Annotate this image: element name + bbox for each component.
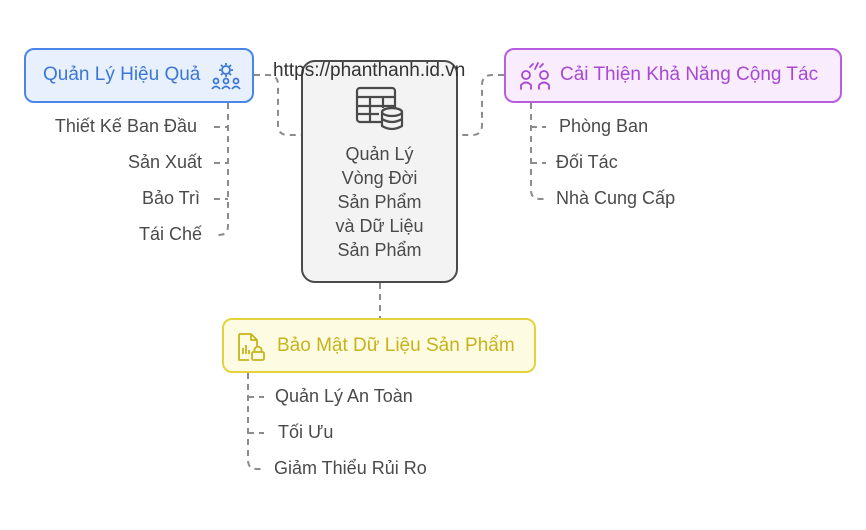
security-item: Tối Ưu bbox=[278, 422, 334, 442]
collaboration-item: Phòng Ban bbox=[559, 116, 649, 136]
database-table-icon bbox=[355, 86, 404, 131]
collaboration-item: Đối Tác bbox=[556, 152, 618, 172]
branch-collaboration-title: Cải Thiện Khả Năng Cộng Tác bbox=[560, 64, 819, 85]
security-item: Quản Lý An Toàn bbox=[275, 386, 413, 406]
center-title: Quản Lý Vòng Đời Sản Phẩm và Dữ Liệu Sản… bbox=[335, 144, 424, 260]
branch-efficiency: Quản Lý Hiệu Quả bbox=[24, 48, 254, 103]
branch-security-title: Bảo Mật Dữ Liệu Sản Phẩm bbox=[277, 335, 515, 356]
people-spark-icon bbox=[520, 62, 550, 90]
efficiency-item: Thiết Kế Ban Đầu bbox=[54, 116, 197, 136]
gear-people-icon bbox=[211, 63, 241, 90]
center-node: Quản Lý Vòng Đời Sản Phẩm và Dữ Liệu Sản… bbox=[301, 60, 458, 283]
efficiency-item: Tái Chế bbox=[138, 224, 202, 244]
collaboration-item: Nhà Cung Cấp bbox=[556, 188, 676, 208]
branch-security: Bảo Mật Dữ Liệu Sản Phẩm bbox=[222, 318, 536, 373]
document-lock-icon bbox=[238, 333, 265, 361]
watermark-url: https://phanthanh.id.vn bbox=[273, 60, 466, 81]
efficiency-item: Sản Xuất bbox=[127, 152, 202, 172]
branch-efficiency-title: Quản Lý Hiệu Quả bbox=[43, 64, 201, 85]
security-item: Giảm Thiểu Rủi Ro bbox=[274, 458, 427, 478]
efficiency-item: Bảo Trì bbox=[141, 188, 200, 208]
branch-collaboration: Cải Thiện Khả Năng Cộng Tác bbox=[504, 48, 842, 103]
